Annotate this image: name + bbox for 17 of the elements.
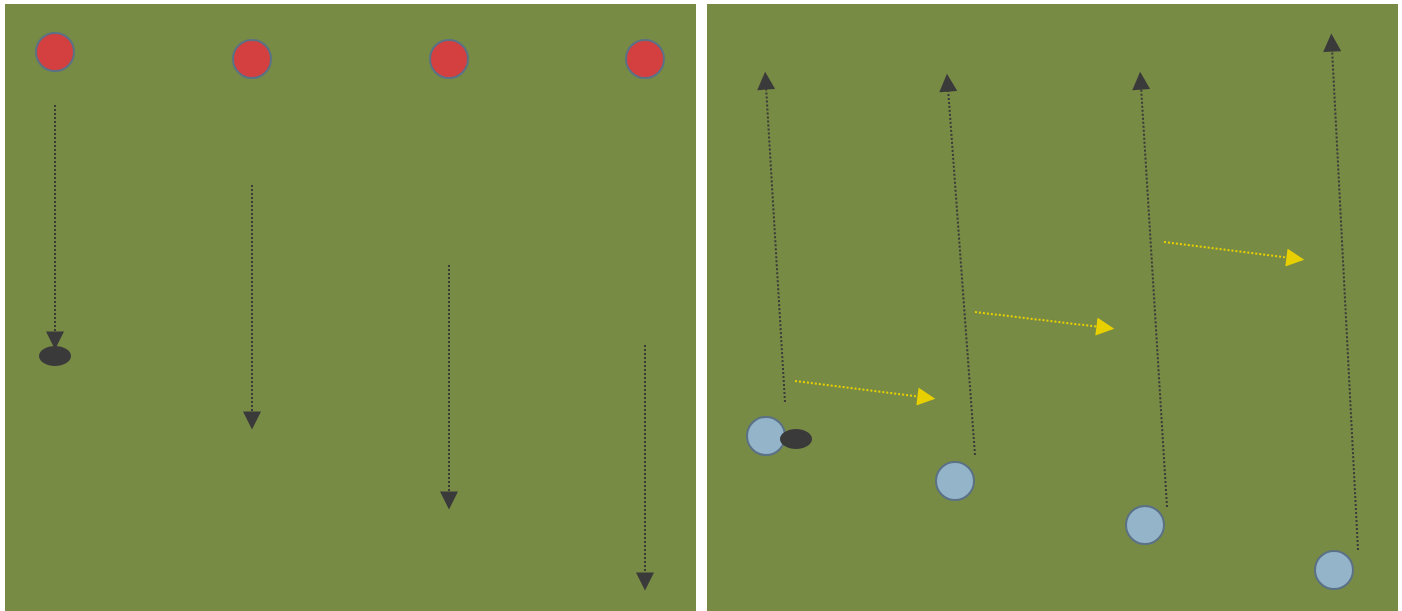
run-arrow [1132,71,1168,508]
player-marker [232,39,272,79]
player-marker [1314,550,1354,590]
run-arrow [757,71,786,403]
playing-field [5,4,696,611]
run-arrow [1323,33,1359,551]
player-marker [429,39,469,79]
player-marker [746,416,786,456]
player-marker [1125,505,1165,545]
player-marker [625,39,665,79]
pass-arrow [794,380,936,406]
run-arrow [939,73,976,456]
ball [39,346,71,366]
player-marker [935,461,975,501]
playing-field [707,4,1398,611]
player-marker [35,32,75,72]
ball [780,429,812,449]
